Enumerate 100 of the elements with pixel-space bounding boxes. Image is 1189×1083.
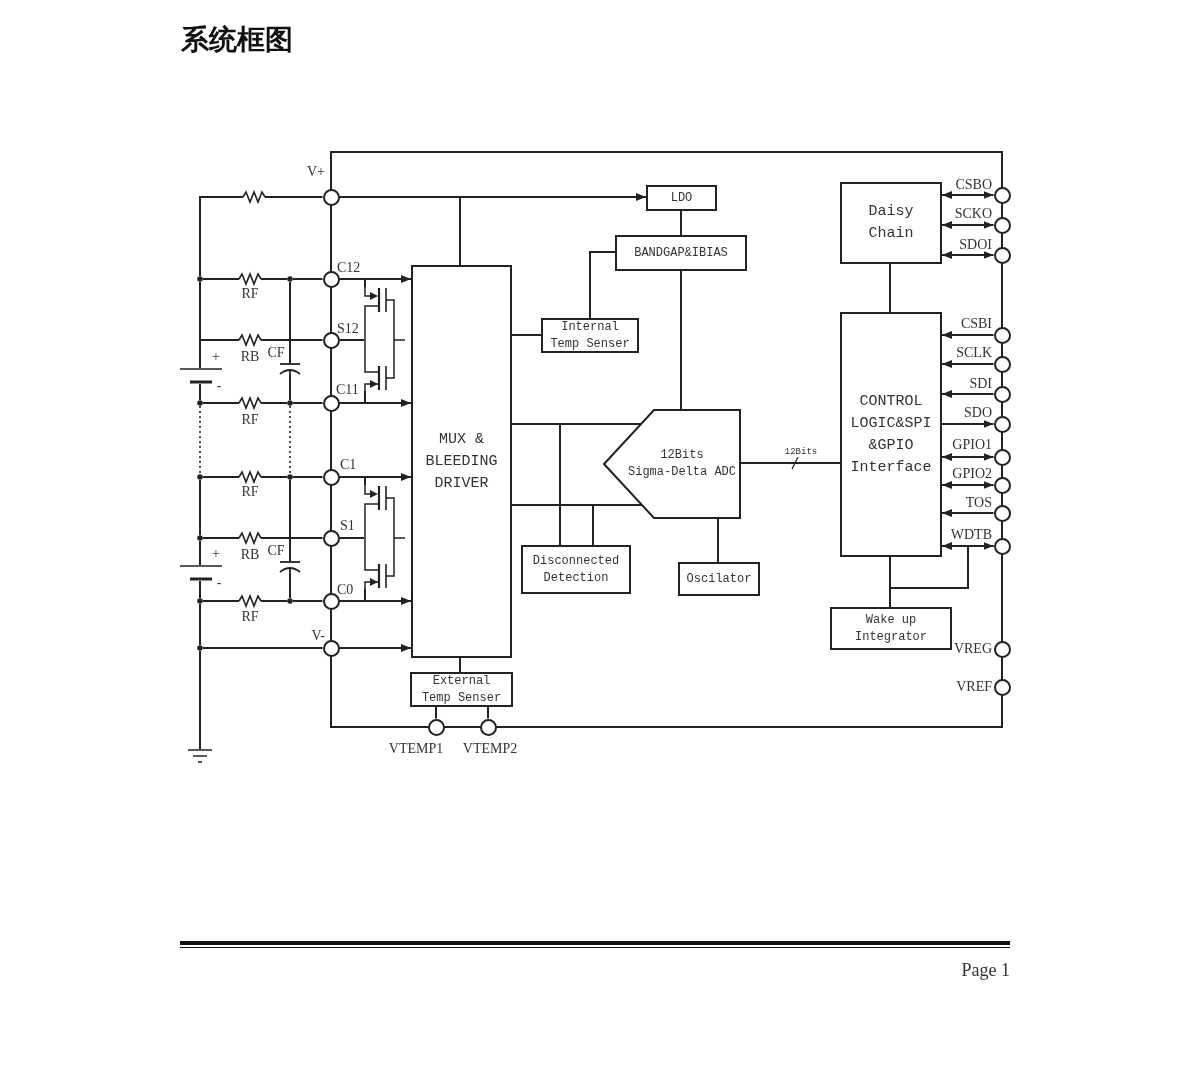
pin-label: GPIO2 [952,466,992,482]
function-block: MUX & BLEEDING DRIVER [411,265,512,658]
pin-label: C1 [340,457,357,473]
connector-line [202,647,324,649]
pin-label: WDTB [950,527,992,543]
capacitor-label: CF [267,345,285,361]
pin-label: V+ [307,164,325,180]
connector-line [511,334,542,336]
pin-circle [993,504,1011,522]
connector-line [292,476,324,478]
pin-label: C0 [337,582,354,598]
connector-line [260,537,324,539]
connector-line [260,402,288,404]
pin-label: C12 [337,260,361,276]
resistor-symbol [243,191,265,203]
connector-line [202,476,240,478]
resistor-label: RF [241,286,259,302]
pin-label: S12 [337,321,359,337]
pin-circle [993,476,1011,494]
function-block: Wake up Integrator [830,607,952,650]
connector-line [487,706,489,720]
pin-circle [993,355,1011,373]
connector-line [511,423,561,546]
function-block: Oscilator [678,562,760,596]
connector-line [199,603,201,646]
connector-line [202,600,240,602]
junction-dot [197,598,203,604]
connector-line [338,278,366,288]
pin-label: SDI [969,376,992,392]
arrow [941,251,995,259]
junction-dot [197,535,203,541]
connector-line [199,383,201,401]
pin-label: VREG [953,641,992,657]
resistor-label: RB [240,547,260,563]
function-block: Daisy Chain [840,182,942,264]
dotted-line [289,405,291,475]
arrow [338,644,412,652]
battery-symbol [180,565,222,581]
pin-label: SDOI [959,237,992,253]
connector-line [680,270,682,411]
adc-block: 12Bits Sigma-Delta ADC [603,409,741,519]
pin-circle [993,448,1011,466]
pin-circle [993,186,1011,204]
pin-circle [993,246,1011,264]
resistor-label: RF [241,484,259,500]
function-block: LDO [646,185,717,211]
pin-label: SDO [964,405,992,421]
pin-circle [993,326,1011,344]
resistor-label: RF [241,412,259,428]
connector-line [889,263,891,313]
capacitor-label: CF [267,543,285,559]
connector-line [338,390,366,404]
resistor-label: RB [240,349,260,365]
polarity-sign: + [212,546,220,562]
connector-line [338,196,461,266]
junction-dot [287,598,293,604]
connector-line [199,196,244,277]
connector-line [202,537,240,539]
pin-circle [993,385,1011,403]
pin-label: CSBO [955,177,992,193]
function-block: BANDGAP&IBIAS [615,235,747,271]
junction-dot [287,276,293,282]
connector-line [717,517,719,563]
pin-label: V- [311,628,325,644]
pin-circle [993,216,1011,234]
connector-line [338,588,366,602]
resistor-label: RF [241,609,259,625]
connector-line [338,476,366,486]
resistor-symbol [239,273,261,285]
junction-dot [197,400,203,406]
connector-line [680,210,682,236]
pin-circle [322,331,340,349]
connector-line [338,339,365,341]
junction-dot [197,645,203,651]
junction-dot [197,474,203,480]
battery-symbol [180,368,222,384]
dotted-line [199,405,201,475]
pin-circle [322,529,340,547]
pin-circle [993,537,1011,555]
connector-line [202,402,240,404]
connector-line [435,706,437,720]
pin-label: C11 [336,382,359,398]
resistor-symbol [239,595,261,607]
junction-dot [287,400,293,406]
connector-line [459,657,461,673]
connector-line [260,339,324,341]
connector-line [289,573,291,599]
pin-label: S1 [340,518,355,534]
edge-label: 12Bits [784,447,818,457]
capacitor-symbol [280,561,300,574]
arrow [941,360,995,368]
connector-line [264,196,324,198]
function-block: External Temp Senser [410,672,513,707]
resistor-symbol [239,397,261,409]
resistor-symbol [239,334,261,346]
connector-line [289,281,291,364]
arrow [941,481,995,489]
arrow [941,509,995,517]
junction-dot [287,474,293,480]
pin-circle [322,188,340,206]
